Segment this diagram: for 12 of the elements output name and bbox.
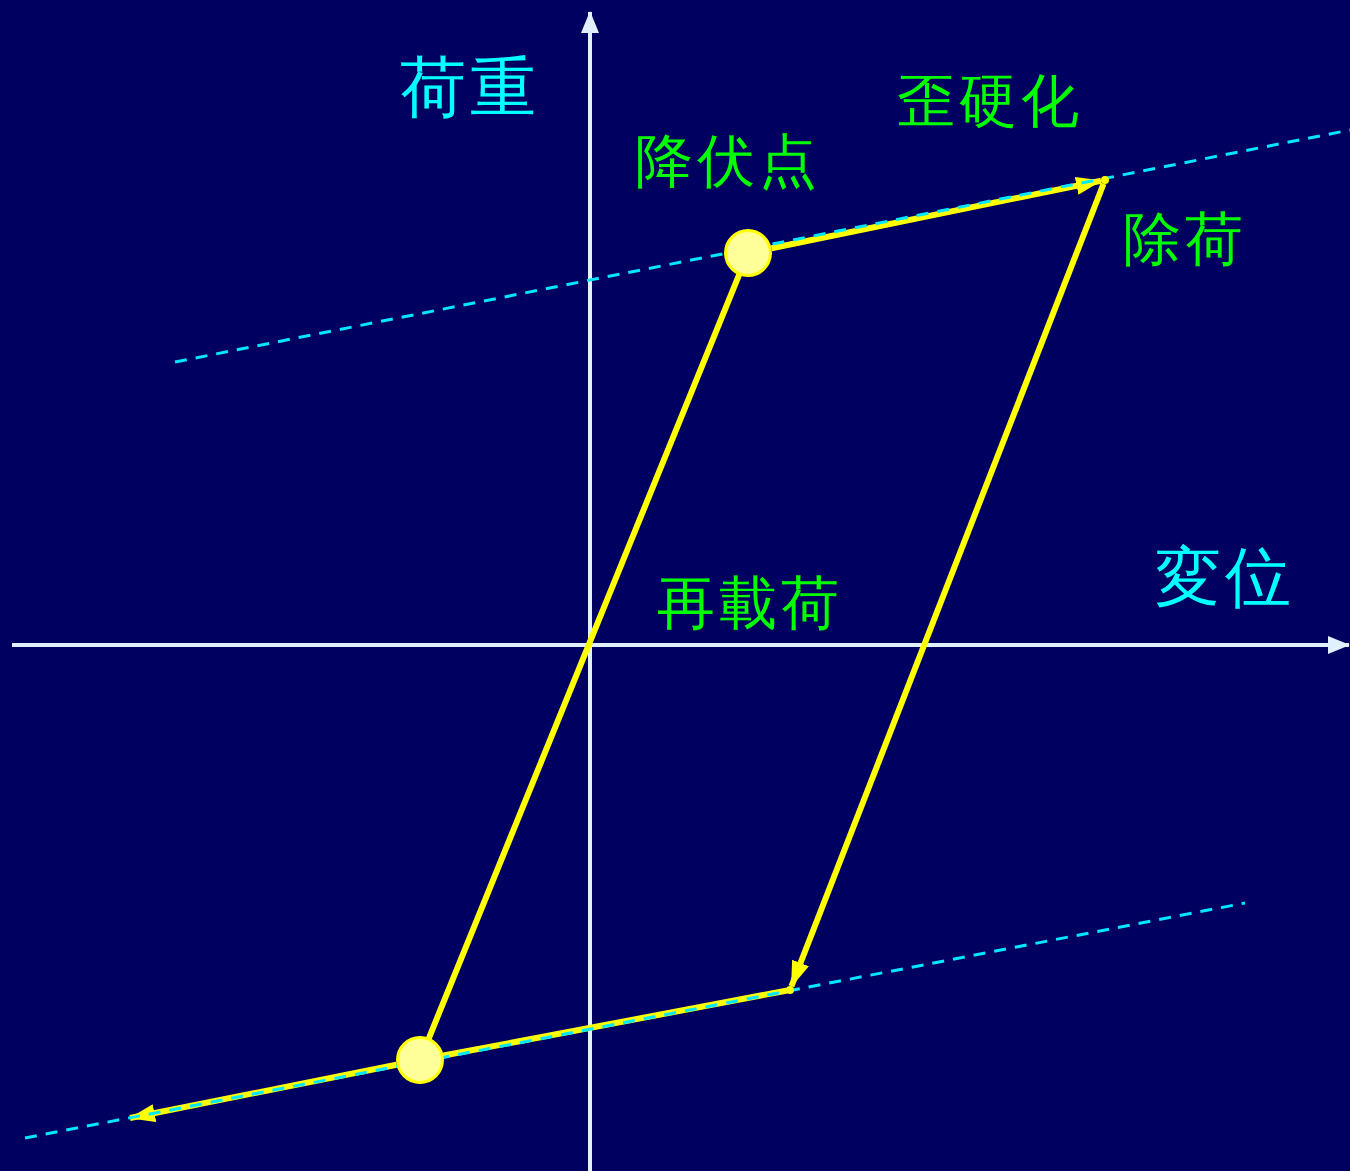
corner-point <box>1101 176 1109 184</box>
axis-label: 変位 <box>1155 545 1295 611</box>
arrow <box>129 1061 398 1122</box>
curve-label: 歪硬化 <box>897 72 1083 130</box>
arrow <box>770 177 1103 252</box>
curve-label: 再載荷 <box>657 574 843 632</box>
curve-label: 除荷 <box>1123 210 1247 268</box>
yield-point-circle <box>396 1036 444 1084</box>
curve-label: 降伏点 <box>635 132 821 190</box>
corner-point <box>786 986 794 994</box>
axis-label: 荷重 <box>400 55 540 121</box>
yield-point-circle <box>724 229 772 277</box>
